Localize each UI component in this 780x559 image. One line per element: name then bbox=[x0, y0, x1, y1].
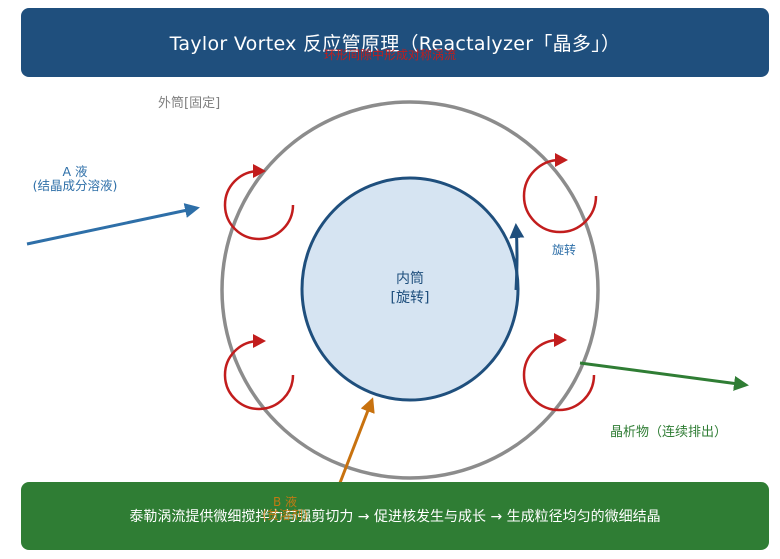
circular-arrow-icon bbox=[522, 338, 596, 412]
rotation-label: 旋转 bbox=[552, 243, 577, 257]
feed-a-name: A 液 bbox=[62, 164, 88, 179]
circular-arrow-icon bbox=[223, 169, 295, 241]
feed-a-desc: (结晶成分溶液) bbox=[32, 178, 118, 193]
circular-arrow-icon bbox=[522, 158, 598, 234]
title-banner: Taylor Vortex 反应管原理（Reactalyzer「晶多」） bbox=[21, 8, 769, 77]
inner-cylinder-name: 内筒 bbox=[396, 271, 424, 287]
feed-b-desc: (贫溶剂) bbox=[262, 508, 308, 522]
feed-a-label: A 液 (结晶成分溶液) bbox=[20, 165, 130, 193]
feed-b-arrow bbox=[336, 397, 375, 489]
inner-cylinder-state: [旋转] bbox=[390, 290, 430, 306]
output-arrow bbox=[579, 361, 749, 391]
vortex-caption: 环形间隙中形成对称涡流 bbox=[323, 48, 456, 62]
inner-cylinder bbox=[300, 176, 520, 402]
outer-cylinder-label: 外筒[固定] bbox=[158, 96, 221, 111]
vortex-top-right bbox=[522, 153, 598, 234]
circular-arrow-icon bbox=[223, 339, 295, 411]
page-title: Taylor Vortex 反应管原理（Reactalyzer「晶多」） bbox=[169, 33, 621, 55]
vortex-bottom-right bbox=[522, 333, 596, 412]
inner-cylinder-label: 内筒 [旋转] bbox=[360, 270, 460, 308]
feed-a-arrow bbox=[26, 203, 200, 246]
feed-b-name: B 液 bbox=[272, 495, 298, 509]
outer-cylinder bbox=[220, 100, 600, 480]
output-label: 晶析物（连续排出） bbox=[610, 425, 728, 440]
summary-text: 泰勒涡流提供微细搅拌力与强剪切力 → 促进核发生与成长 → 生成粒径均匀的微细结… bbox=[129, 509, 661, 525]
feed-b-label: B 液 (贫溶剂) bbox=[255, 496, 315, 522]
vortex-top-left bbox=[223, 164, 295, 241]
summary-banner: 泰勒涡流提供微细搅拌力与强剪切力 → 促进核发生与成长 → 生成粒径均匀的微细结… bbox=[21, 482, 769, 550]
vortex-bottom-left bbox=[223, 334, 295, 411]
rotation-arrow bbox=[509, 223, 525, 291]
